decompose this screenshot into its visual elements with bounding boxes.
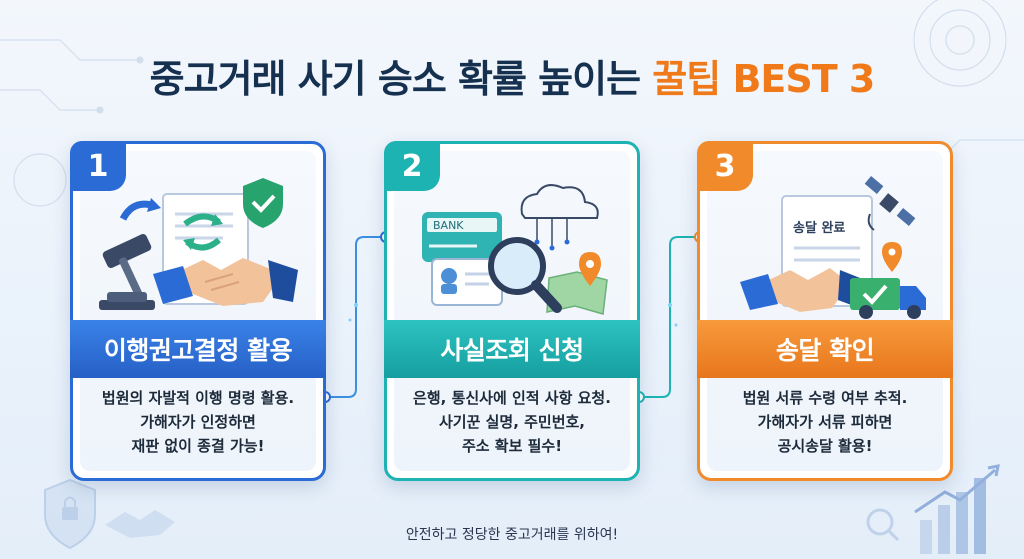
satellite-icon <box>864 176 916 231</box>
desc-line: 법원의 자발적 이행 명령 활용. <box>101 389 295 407</box>
card-number: 3 <box>697 141 753 191</box>
map-pin-icon <box>546 252 608 315</box>
delivery-complete-label: 송달 완료 <box>793 221 845 236</box>
card-3-illustration: 송달 완료 <box>740 176 926 319</box>
desc-line: 가해자가 서류 피하면 <box>757 413 893 431</box>
cloud-icon <box>520 184 599 251</box>
card-1-illustration <box>99 178 298 310</box>
desc-line: 사기꾼 실명, 주민번호, <box>438 413 586 431</box>
title-main: 중고거래 사기 승소 확률 높이는 <box>149 57 641 101</box>
handshake-icon <box>740 268 860 312</box>
card-heading: 이행권고결정 활용 <box>70 320 326 378</box>
bank-label: BANK <box>433 219 464 232</box>
title-accent: 꿀팁 BEST 3 <box>652 57 875 101</box>
map-pin-icon <box>882 242 902 272</box>
card-heading: 사실조회 신청 <box>384 320 640 378</box>
bank-card-icon: BANK <box>422 212 502 262</box>
desc-line: 법원 서류 수령 여부 추적. <box>742 389 908 407</box>
tip-card-1: 1 <box>70 141 326 481</box>
magnifier-icon <box>488 237 562 313</box>
shield-check-icon <box>243 178 283 228</box>
gavel-icon <box>99 234 155 310</box>
card-2-illustration: BANK <box>422 184 608 315</box>
card-heading: 송달 확인 <box>697 320 953 378</box>
desc-line: 재판 없이 종결 가능! <box>131 437 265 455</box>
tip-card-3: 3 송달 완료 송달 확인 법원 <box>697 141 953 481</box>
exchange-arrows-icon <box>183 213 223 251</box>
desc-line: 공시송달 활용! <box>777 437 873 455</box>
id-card-icon <box>431 258 503 306</box>
card-description: 법원 서류 수령 여부 추적. 가해자가 서류 피하면 공시송달 활용! <box>710 386 940 458</box>
truck-icon <box>850 278 926 319</box>
card-description: 법원의 자발적 이행 명령 활용. 가해자가 인정하면 재판 없이 종결 가능! <box>83 386 313 458</box>
desc-line: 은행, 통신사에 인적 사항 요청. <box>413 389 611 407</box>
page-title: 중고거래 사기 승소 확률 높이는 꿀팁 BEST 3 <box>0 48 1024 103</box>
card-description: 은행, 통신사에 인적 사항 요청. 사기꾼 실명, 주민번호, 주소 확보 필… <box>397 386 627 458</box>
footer-slogan: 안전하고 정당한 중고거래를 위하여! <box>405 527 619 543</box>
desc-line: 가해자가 인정하면 <box>140 413 256 431</box>
card-number: 2 <box>384 141 440 191</box>
tip-card-2: 2 BANK 사실조 <box>384 141 640 481</box>
handshake-icon <box>153 258 298 306</box>
desc-line: 주소 확보 필수! <box>461 437 563 455</box>
card-number: 1 <box>70 141 126 191</box>
